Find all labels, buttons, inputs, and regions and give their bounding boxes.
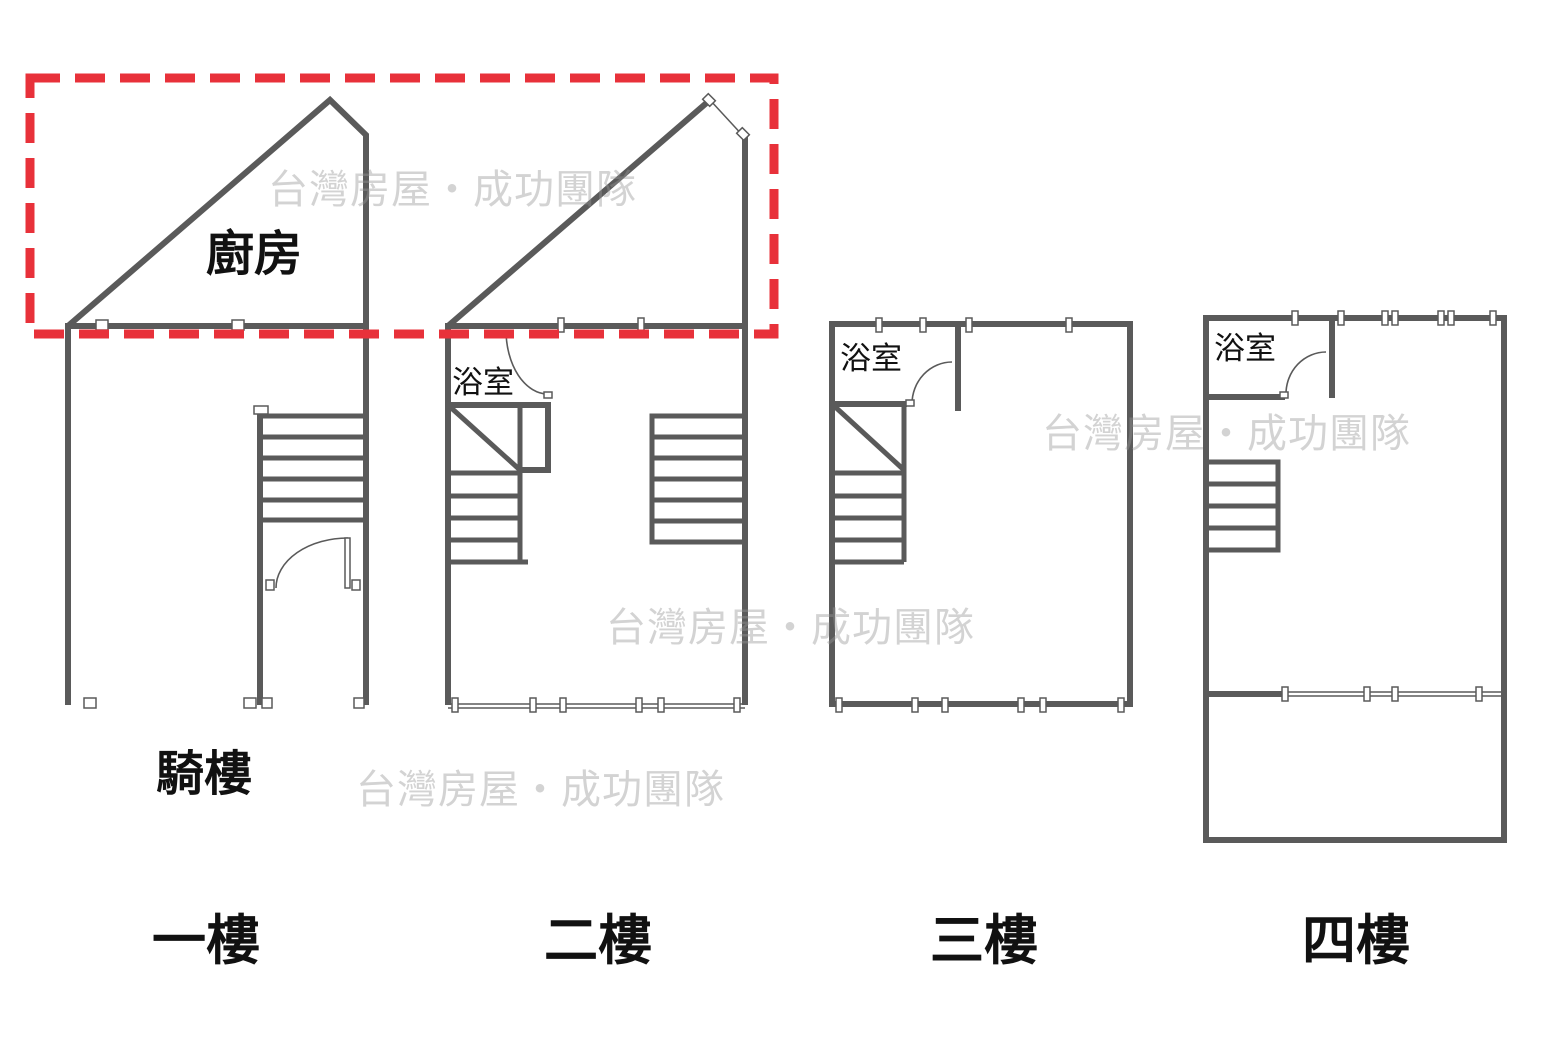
bathroom-label-2f: 浴室 <box>452 365 514 401</box>
kitchen-label: 廚房 <box>206 226 303 282</box>
floor-3-bathroom <box>829 321 961 411</box>
arcade-label: 騎樓 <box>156 746 253 802</box>
floor-2-balcony-door <box>701 92 751 142</box>
floor-2-bathroom <box>445 329 553 473</box>
bathroom-label-3f: 浴室 <box>840 341 902 377</box>
floor-label-1f: 一樓 <box>152 909 260 972</box>
floor-2-windows <box>448 317 745 713</box>
floor-4-balcony-windows <box>1203 310 1504 702</box>
floor-label-3f: 三樓 <box>930 909 1038 972</box>
floor-1-door <box>275 537 351 589</box>
floor-4-outer-wall <box>1203 315 1507 843</box>
floor-4-bathroom <box>1203 315 1335 400</box>
kitchen-highlight-box <box>25 73 779 339</box>
floor-1-staircase <box>257 413 369 523</box>
floor-3-windows <box>832 317 1130 713</box>
floor-4-plan <box>1203 310 1507 843</box>
floor-4-staircase <box>1203 459 1281 553</box>
floor-3-outer-wall <box>829 321 1133 707</box>
floor-2-right-staircase <box>649 413 748 545</box>
floor-2-left-staircase <box>446 403 528 565</box>
floor-label-4f: 四樓 <box>1302 909 1410 972</box>
watermark-bottom: 台灣房屋・成功團隊 <box>356 767 725 813</box>
watermark-center: 台灣房屋・成功團隊 <box>606 605 975 651</box>
watermark-right: 台灣房屋・成功團隊 <box>1042 411 1411 457</box>
floor-label-2f: 二樓 <box>544 909 652 972</box>
bathroom-label-4f: 浴室 <box>1214 331 1276 367</box>
floor-1-posts <box>83 319 365 709</box>
watermark-top: 台灣房屋・成功團隊 <box>268 167 637 213</box>
floor-3-plan <box>829 317 1133 713</box>
floor-3-staircase <box>830 402 907 565</box>
floor-2-plan <box>445 92 751 713</box>
